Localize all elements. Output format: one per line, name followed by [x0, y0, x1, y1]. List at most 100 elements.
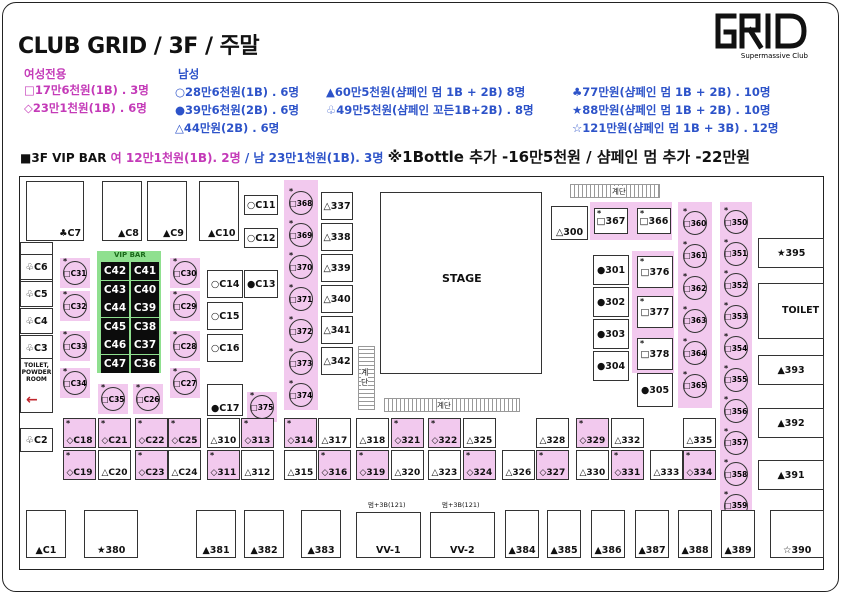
- vip-seat-C41[interactable]: C41: [131, 262, 159, 280]
- seat-circle-s370[interactable]: □370: [289, 255, 313, 279]
- seat-box-s340[interactable]: [321, 285, 353, 313]
- seat-box-s382[interactable]: [244, 510, 284, 558]
- seat-circle-s374[interactable]: □374: [289, 383, 313, 407]
- seat-box-s326[interactable]: [502, 450, 535, 480]
- seat-box-C25[interactable]: [168, 418, 201, 448]
- seat-box-s387[interactable]: [635, 510, 669, 558]
- seat-circle-s356[interactable]: □356: [724, 399, 748, 423]
- seat-box-s330[interactable]: [576, 450, 609, 480]
- seat-box-C11[interactable]: [244, 195, 278, 215]
- vip-seat-C36[interactable]: C36: [131, 354, 159, 373]
- vip-seat-C45[interactable]: C45: [101, 317, 129, 336]
- seat-box-s383[interactable]: [301, 510, 341, 558]
- vip-seat-C38[interactable]: C38: [131, 317, 159, 336]
- seat-box-s366[interactable]: [637, 208, 671, 234]
- seat-box-C2[interactable]: [20, 428, 53, 452]
- seat-box-s324[interactable]: [463, 450, 496, 480]
- seat-box-s367[interactable]: [594, 208, 628, 234]
- seat-box-s378[interactable]: [637, 338, 673, 370]
- seat-box-C8[interactable]: [102, 181, 142, 241]
- seat-box-s305[interactable]: [637, 373, 673, 407]
- seat-circle-s372[interactable]: □372: [289, 319, 313, 343]
- seat-circle-C32[interactable]: □C32: [63, 294, 87, 318]
- seat-box-s311[interactable]: [207, 450, 240, 480]
- seat-box-C7[interactable]: [26, 181, 84, 241]
- seat-box-s331[interactable]: [611, 450, 644, 480]
- seat-box-s325[interactable]: [463, 418, 496, 448]
- seat-circle-s353[interactable]: □353: [724, 304, 748, 329]
- seat-circle-s364[interactable]: □364: [683, 341, 707, 365]
- seat-circle-s363[interactable]: □363: [683, 308, 707, 333]
- seat-box-s321[interactable]: [391, 418, 424, 448]
- seat-circle-s361[interactable]: □361: [683, 243, 707, 268]
- seat-box-C3[interactable]: [20, 335, 53, 361]
- seat-box-s385[interactable]: [547, 510, 581, 558]
- seat-box-C21[interactable]: [98, 418, 131, 448]
- seat-box-s320[interactable]: [391, 450, 424, 480]
- seat-circle-s365[interactable]: □365: [683, 373, 707, 398]
- vip-seat-C39[interactable]: C39: [131, 299, 159, 317]
- seat-circle-s352[interactable]: □352: [724, 273, 748, 297]
- seat-circle-s354[interactable]: □354: [724, 336, 748, 360]
- seat-box-s301[interactable]: [593, 255, 629, 285]
- seat-box-C4[interactable]: [20, 308, 53, 334]
- vip-seat-C40[interactable]: C40: [131, 280, 159, 299]
- seat-box-s329[interactable]: [576, 418, 609, 448]
- seat-box-C24[interactable]: [168, 450, 201, 480]
- seat-box-s319[interactable]: [356, 450, 389, 480]
- seat-circle-s350[interactable]: □350: [724, 210, 748, 234]
- seat-box-s317[interactable]: [318, 418, 351, 448]
- seat-box-s310[interactable]: [207, 418, 240, 448]
- seat-box-s332[interactable]: [611, 418, 644, 448]
- seat-circle-C30[interactable]: □C30: [173, 261, 197, 285]
- vip-seat-C44[interactable]: C44: [101, 299, 129, 317]
- seat-box-C16[interactable]: [207, 334, 243, 362]
- seat-box-s302[interactable]: [593, 287, 629, 317]
- seat-box-C5[interactable]: [20, 281, 53, 307]
- seat-box-vv1[interactable]: [356, 512, 421, 558]
- seat-box-s316[interactable]: [318, 450, 351, 480]
- seat-circle-C29[interactable]: □C29: [173, 294, 197, 318]
- seat-circle-C31[interactable]: □C31: [63, 261, 87, 285]
- seat-box-s391[interactable]: [758, 460, 824, 490]
- seat-circle-C27[interactable]: □C27: [173, 371, 197, 395]
- seat-box-C15[interactable]: [207, 302, 243, 330]
- seat-box-s312[interactable]: [241, 450, 274, 480]
- seat-box-s335[interactable]: [683, 418, 716, 448]
- seat-box-C17[interactable]: [207, 384, 243, 416]
- seat-box-s303[interactable]: [593, 319, 629, 349]
- seat-box-s334[interactable]: [683, 450, 716, 480]
- seat-box-s392[interactable]: [758, 408, 824, 438]
- seat-box-s388[interactable]: [678, 510, 712, 558]
- seat-box-s322[interactable]: [428, 418, 461, 448]
- seat-box-C13[interactable]: [244, 270, 278, 298]
- seat-box-C19[interactable]: [63, 450, 96, 480]
- seat-box-s384[interactable]: [505, 510, 539, 558]
- seat-box-s333[interactable]: [650, 450, 683, 480]
- seat-circle-s369[interactable]: □369: [289, 223, 313, 247]
- seat-box-s323[interactable]: [428, 450, 461, 480]
- seat-box-s337[interactable]: [321, 192, 353, 220]
- seat-box-C10[interactable]: [199, 181, 239, 241]
- seat-circle-s355[interactable]: □355: [724, 367, 748, 392]
- seat-box-s342[interactable]: [321, 347, 353, 375]
- seat-circle-C34[interactable]: □C34: [63, 371, 87, 395]
- seat-box-C23[interactable]: [135, 450, 168, 480]
- seat-box-C6[interactable]: [20, 254, 53, 280]
- seat-box-s390[interactable]: [770, 510, 824, 558]
- seat-box-C9[interactable]: [147, 181, 187, 241]
- seat-circle-s362[interactable]: □362: [683, 276, 707, 300]
- seat-box-s315[interactable]: [284, 450, 317, 480]
- seat-box-C14[interactable]: [207, 270, 243, 298]
- toilet-powder-room[interactable]: [20, 358, 53, 413]
- vip-seat-C47[interactable]: C47: [101, 354, 129, 373]
- seat-box-s381[interactable]: [196, 510, 236, 558]
- seat-box-s389[interactable]: [721, 510, 755, 558]
- seat-box-C1[interactable]: [26, 510, 66, 558]
- seat-box-s314[interactable]: [284, 418, 317, 448]
- seat-box-C20[interactable]: [98, 450, 131, 480]
- toilet[interactable]: [758, 283, 824, 339]
- seat-circle-s358[interactable]: □358: [724, 462, 748, 486]
- seat-circle-s368[interactable]: □368: [289, 191, 313, 215]
- seat-box-s318[interactable]: [356, 418, 389, 448]
